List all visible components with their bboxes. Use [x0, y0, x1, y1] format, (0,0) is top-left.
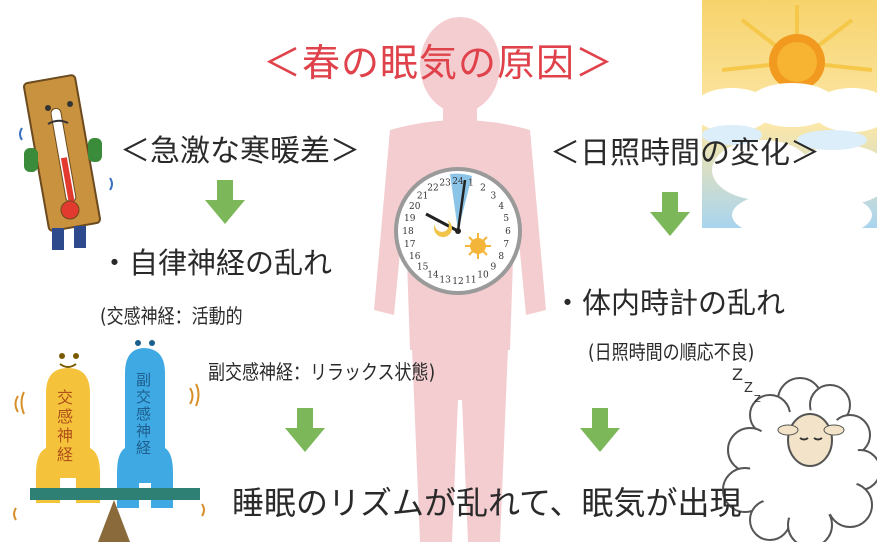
clock-number: 4 [498, 202, 504, 212]
sleeping-sheep-icon: Z Z Z [710, 360, 877, 542]
sun-clouds-icon [702, 0, 877, 228]
svg-text:Z: Z [732, 365, 743, 384]
sun-mini-icon [465, 233, 491, 259]
clock-number: 3 [491, 192, 497, 202]
nerve-balance-illustration [10, 328, 210, 542]
clock-number: 24 [452, 177, 464, 187]
clock-number: 22 [427, 184, 438, 194]
clock-number: 14 [427, 270, 439, 280]
right-arrow-1 [650, 192, 690, 236]
left-bullet: ・自律神経の乱れ [100, 246, 333, 280]
svg-text:Z: Z [744, 381, 753, 396]
clock-number: 20 [409, 202, 421, 212]
right-note: (日照時間の順応不良) [588, 340, 755, 364]
left-heading: ＜急激な寒暖差＞ [120, 134, 360, 169]
clock-number: 10 [477, 270, 489, 280]
clock-number: 17 [404, 240, 416, 250]
clock-number: 7 [503, 240, 509, 250]
thermometer-character-icon [18, 68, 118, 258]
left-note-line1: (交感神経：活動的 [100, 304, 243, 328]
clock-number: 1 [468, 179, 474, 189]
left-arrow-2 [285, 408, 325, 452]
clock-number: 16 [409, 252, 421, 262]
parasympathetic-figure-label: 副交感神経 [136, 371, 152, 457]
right-arrow-2 [580, 408, 620, 452]
clock-number: 18 [402, 227, 414, 237]
page-title: ＜春の眠気の原因＞ [262, 41, 614, 85]
clock-number: 9 [491, 262, 497, 272]
clock-number: 5 [503, 214, 509, 224]
right-heading: ＜日照時間の変化＞ [550, 136, 820, 171]
sympathetic-figure-label: 交感神経 [57, 388, 74, 464]
left-note-line2: 副交感神経：リラックス状態) [208, 360, 436, 384]
clock-number: 8 [498, 252, 504, 262]
clock-number: 6 [505, 227, 511, 237]
clock-number: 2 [480, 184, 486, 194]
moon-mini-icon [434, 220, 453, 238]
clock-number: 23 [439, 179, 451, 189]
clock-number: 12 [452, 277, 463, 287]
clock-number: 13 [439, 275, 451, 285]
left-arrow-1 [205, 180, 245, 224]
clock-number: 11 [465, 275, 476, 285]
clock-number: 19 [404, 214, 416, 224]
right-bullet: ・体内時計の乱れ [553, 286, 786, 320]
clock-number: 21 [417, 192, 428, 202]
conclusion-text: 睡眠のリズムが乱れて、眠気が出現 [232, 484, 742, 522]
clock-number: 15 [417, 262, 429, 272]
svg-text:Z: Z [754, 394, 761, 405]
